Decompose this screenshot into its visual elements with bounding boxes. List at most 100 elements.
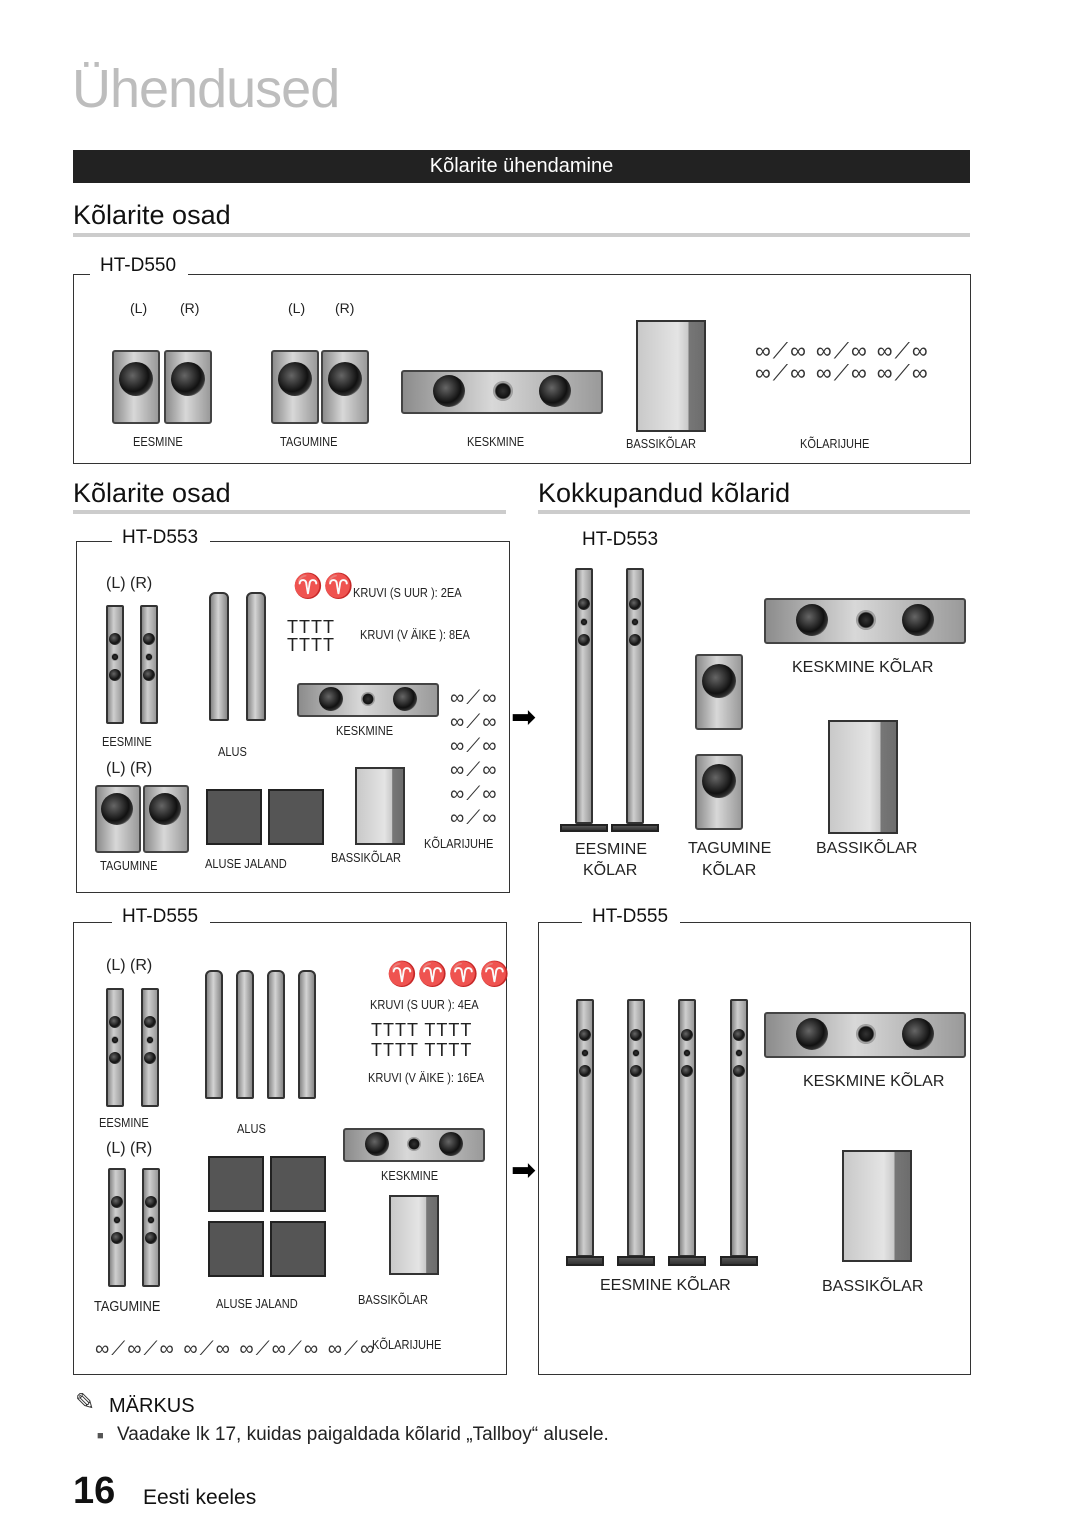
rear-label: TAGUMINE xyxy=(100,858,158,873)
tallboy-right xyxy=(626,568,644,824)
stand xyxy=(205,970,223,1099)
tallboy-foot xyxy=(617,1256,655,1266)
heading-rule xyxy=(538,510,970,514)
subwoofer xyxy=(636,320,706,432)
front-label: EESMINE xyxy=(102,734,152,749)
front-speaker-right xyxy=(164,350,212,424)
rear-speaker-left xyxy=(271,350,319,424)
lr-label: (L) (R) xyxy=(106,1140,153,1157)
rear-speaker xyxy=(695,654,743,730)
model-label: HT-D555 xyxy=(112,906,211,928)
pencil-icon: ✎ xyxy=(75,1389,96,1416)
screw-large-label: KRUVI (S UUR ): 4EA xyxy=(370,997,479,1012)
base-foot xyxy=(208,1156,264,1212)
bullet-icon: ■ xyxy=(97,1430,104,1442)
rear-speaker-right xyxy=(143,785,189,853)
note-text: Vaadake lk 17, kuidas paigaldada kõlarid… xyxy=(117,1424,609,1445)
screw-large-icon: ♈♈♈♈ xyxy=(387,961,511,988)
subwoofer-label: BASSIKÕLAR xyxy=(822,1278,924,1295)
base-foot xyxy=(270,1156,326,1212)
front-speaker-right xyxy=(141,988,159,1107)
arrow-right-icon: ➡ xyxy=(511,701,537,734)
front-label: EESMINE xyxy=(575,841,648,858)
page-number: 16 xyxy=(73,1470,116,1512)
cable-label: KÕLARIJUHE xyxy=(424,836,494,851)
arrow-right-icon: ➡ xyxy=(511,1154,537,1187)
language-label: Eesti keeles xyxy=(143,1486,257,1509)
section-bar: Kõlarite ühendamine xyxy=(73,150,970,183)
stand-label: ALUS xyxy=(218,744,247,759)
screw-small-label: KRUVI (V ÄIKE ): 16EA xyxy=(368,1070,485,1085)
stand xyxy=(298,970,316,1099)
center-label: KESKMINE xyxy=(381,1168,439,1183)
rear-label: KÕLAR xyxy=(702,862,757,879)
tallboy-foot xyxy=(560,824,608,832)
left-label: (L) xyxy=(130,300,148,316)
right-label: (R) xyxy=(335,300,355,316)
rear-speaker-left xyxy=(108,1168,126,1287)
cable-icon: ∞⟋∞ ∞⟋∞ ∞⟋∞∞⟋∞ ∞⟋∞ ∞⟋∞ xyxy=(755,338,930,385)
base-label: ALUSE JALAND xyxy=(216,1296,298,1311)
cable-icon: ∞⟋∞⟋∞ ∞⟋∞ ∞⟋∞⟋∞ ∞⟋∞ xyxy=(95,1338,377,1360)
tallboy-left xyxy=(575,568,593,824)
base-foot xyxy=(208,1221,264,1277)
parts-heading-2: Kõlarite osad xyxy=(73,478,231,508)
model-label: HT-D550 xyxy=(90,255,189,277)
rear-speaker-right xyxy=(321,350,369,424)
assembled-heading: Kokkupandud kõlarid xyxy=(538,478,791,508)
rear-label: TAGUMINE xyxy=(280,434,338,449)
center-speaker xyxy=(343,1128,485,1162)
base-foot xyxy=(270,1221,326,1277)
front-label: KÕLAR xyxy=(583,862,638,879)
rear-speaker-right xyxy=(142,1168,160,1287)
screw-large-icon: ♈♈ xyxy=(293,573,355,600)
front-speaker-left xyxy=(106,988,124,1107)
lr-label: (L) (R) xyxy=(106,575,153,592)
model-label: HT-D553 xyxy=(112,527,211,549)
center-speaker xyxy=(764,1012,966,1058)
tallboy-foot xyxy=(566,1256,604,1266)
front-label: EESMINE KÕLAR xyxy=(600,1277,731,1294)
center-speaker xyxy=(764,598,966,644)
center-speaker xyxy=(401,370,603,414)
subwoofer xyxy=(828,720,898,834)
center-label: KESKMINE xyxy=(336,723,394,738)
lr-label: (L) (R) xyxy=(106,760,153,777)
stand xyxy=(267,970,285,1099)
assembled-box-htd555 xyxy=(538,922,971,1375)
heading-rule xyxy=(73,510,506,514)
stand-left xyxy=(209,592,229,721)
cable-label: KÕLARIJUHE xyxy=(800,436,870,451)
stand-right xyxy=(246,592,266,721)
model-label: HT-D555 xyxy=(582,906,681,928)
subwoofer xyxy=(389,1195,439,1275)
rear-speaker-left xyxy=(95,785,141,853)
note-heading: MÄRKUS xyxy=(109,1395,195,1417)
model-label: HT-D553 xyxy=(582,529,659,551)
subwoofer-label: BASSIKÕLAR xyxy=(816,840,918,857)
tallboy-foot xyxy=(611,824,659,832)
rear-speaker xyxy=(695,754,743,830)
base-foot xyxy=(206,789,262,845)
tallboy-foot xyxy=(668,1256,706,1266)
front-speaker-left xyxy=(106,605,124,724)
front-label: EESMINE xyxy=(99,1115,149,1130)
stand xyxy=(236,970,254,1099)
subwoofer-label: BASSIKÕLAR xyxy=(358,1292,429,1307)
center-label: KESKMINE xyxy=(467,434,525,449)
parts-heading-1: Kõlarite osad xyxy=(73,200,231,230)
screw-large-label: KRUVI (S UUR ): 2EA xyxy=(353,585,462,600)
subwoofer xyxy=(355,767,405,845)
rear-label: TAGUMINE xyxy=(688,840,772,857)
cable-icon: ∞⟋∞∞⟋∞∞⟋∞∞⟋∞∞⟋∞∞⟋∞ xyxy=(450,687,499,829)
tallboy xyxy=(627,999,645,1257)
base-foot xyxy=(268,789,324,845)
page-title: Ühendused xyxy=(72,59,340,119)
front-label: EESMINE xyxy=(133,434,183,449)
center-speaker xyxy=(297,683,439,717)
tallboy xyxy=(576,999,594,1257)
tallboy-foot xyxy=(720,1256,758,1266)
center-label: KESKMINE KÕLAR xyxy=(803,1073,945,1090)
